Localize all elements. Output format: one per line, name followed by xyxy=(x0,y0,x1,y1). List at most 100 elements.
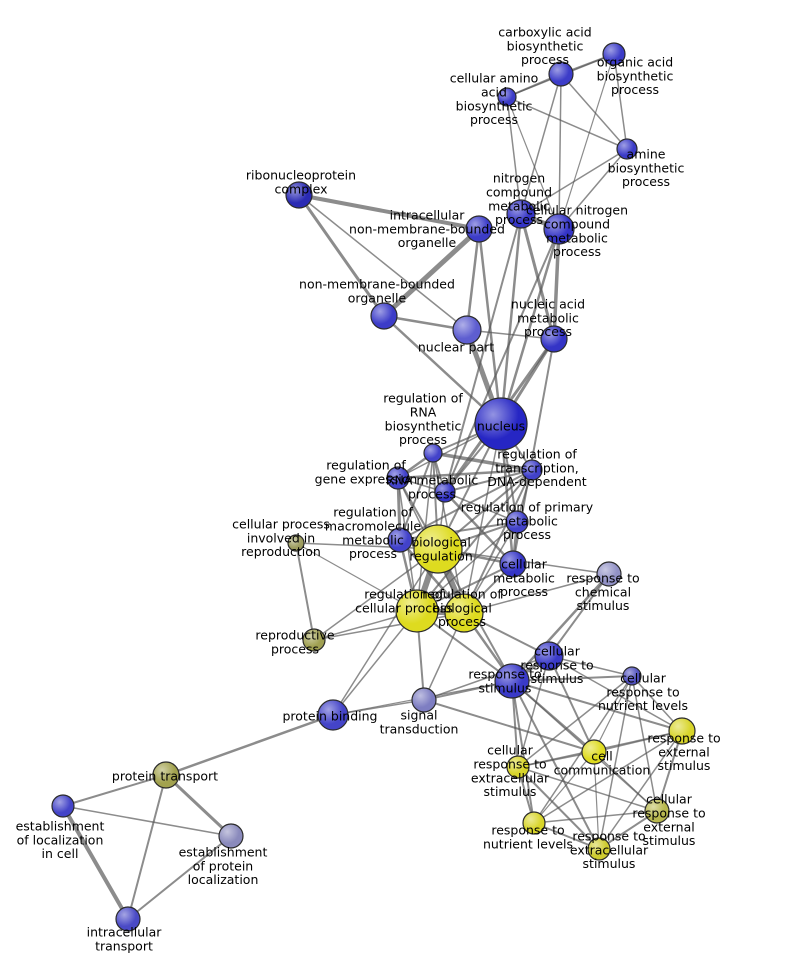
node-nucpart[interactable]: nuclear part xyxy=(452,315,482,345)
node-estloc[interactable]: establishment of localization in cell xyxy=(51,794,75,818)
node-protbind[interactable]: protein binding xyxy=(317,699,349,731)
node-cellnitro[interactable]: cellular nitrogen compound metabolic pro… xyxy=(543,213,575,245)
node-respstim[interactable]: response to stimulus xyxy=(494,663,530,699)
edge-carb-cellnitro xyxy=(558,73,562,230)
edge-ribo-nucpart xyxy=(298,194,468,331)
edge-nitro-nucleus xyxy=(499,212,523,426)
edge-carb-nitro xyxy=(520,73,562,215)
node-regprim[interactable]: regulation of primary metabolic process xyxy=(505,510,529,534)
edge-cellcomm-respextra xyxy=(593,751,600,850)
edge-respstim-respext xyxy=(511,680,683,732)
node-respextra[interactable]: response to extracellular stimulus xyxy=(587,837,611,861)
edge-cellrespstim-cellcomm xyxy=(548,655,595,753)
edge-amino-nitro xyxy=(506,96,522,215)
edge-respstim-cellrespnut xyxy=(511,675,633,682)
nodes-layer: carboxylic acid biosynthetic process orga… xyxy=(51,42,696,932)
edge-amino-cellnitro xyxy=(506,96,560,230)
edge-regtrans-rnamet xyxy=(444,469,533,493)
node-regtrans[interactable]: regulation of transcription, DNA-depende… xyxy=(521,459,543,481)
edge-ribo-nonmem xyxy=(297,193,386,318)
node-orga[interactable]: organic acid biosynthetic process xyxy=(602,42,626,66)
edge-protbind-regcell xyxy=(332,610,418,716)
node-respext[interactable]: response to external stimulus xyxy=(668,717,696,745)
node-respnut[interactable]: response to nutrient levels xyxy=(522,811,546,835)
edge-cellcomm-cellrespextra xyxy=(517,751,595,768)
edge-cellnitro-nucleus xyxy=(499,227,561,426)
node-nitro[interactable]: nitrogen compound metabolic process xyxy=(506,199,536,229)
edge-respstim-respnut xyxy=(511,680,535,824)
node-amino[interactable]: cellular amino acid biosynthetic process xyxy=(497,87,517,107)
edge-sigtrans-cellcomm xyxy=(423,699,595,753)
node-regrna[interactable]: regulation of RNA biosynthetic process xyxy=(423,443,443,463)
edge-cellrespnut-cellrespextra xyxy=(517,675,633,768)
node-carb[interactable]: carboxylic acid biosynthetic process xyxy=(548,61,574,87)
node-rnamet[interactable]: RNA metabolic process xyxy=(434,481,456,503)
node-cellrespextra[interactable]: cellular response to extracellular stimu… xyxy=(506,755,530,779)
node-cellrespexternal[interactable]: cellular response to external stimulus xyxy=(644,798,670,824)
edge-respchem-cellrespstim xyxy=(548,573,610,657)
node-ribo[interactable]: ribonucleoprotein complex xyxy=(285,181,313,209)
edge-cellrespnut-cellcomm xyxy=(593,675,633,753)
edge-prottrans-estprot xyxy=(164,773,233,838)
edge-protbind-bioreg xyxy=(332,548,439,716)
node-estprot[interactable]: establishment of protein localization xyxy=(218,823,244,849)
edge-nitro-rnamet xyxy=(444,213,522,493)
node-intratrans[interactable]: intracellular transport xyxy=(115,906,141,932)
edge-rnamet-regprim xyxy=(444,491,518,523)
edge-regtrans-reggene xyxy=(396,468,534,480)
edge-intraorg-nucleus xyxy=(477,227,503,426)
edge-estprot-intratrans xyxy=(127,835,232,920)
edge-regtrans-regbio xyxy=(463,469,533,614)
edge-amino-amine xyxy=(506,96,628,150)
node-reggene[interactable]: regulation of gene expression xyxy=(386,466,410,490)
node-nucacid[interactable]: nucleic acid metabolic process xyxy=(540,325,568,353)
edge-prottrans-intratrans xyxy=(127,774,167,920)
node-cellmet[interactable]: cellular metabolic process xyxy=(499,550,527,578)
edge-cellcomm-respnut xyxy=(533,751,595,824)
edge-estloc-estprot xyxy=(62,805,232,837)
node-prottrans[interactable]: protein transport xyxy=(152,761,180,789)
node-regcell[interactable]: regulation of cellular process xyxy=(395,589,439,633)
node-sigtrans[interactable]: signal transduction xyxy=(411,687,437,713)
node-cellcomm[interactable]: cell communication xyxy=(581,739,607,765)
edge-cellnitro-nucacid xyxy=(552,227,561,341)
edge-respnut-cellrespexternal xyxy=(533,810,658,824)
node-reprocell[interactable]: cellular process involved in reproductio… xyxy=(287,534,305,552)
edge-regtrans-regcell xyxy=(416,469,533,612)
node-cellrespnut[interactable]: cellular response to nutrient levels xyxy=(622,666,642,686)
node-cellrespstim[interactable]: cellular response to stimulus xyxy=(534,641,564,671)
edge-amine-nitro xyxy=(520,148,628,215)
edge-nucleus-regbio xyxy=(463,423,502,614)
node-regbio[interactable]: regulation of biological process xyxy=(444,593,484,633)
edge-orga-cellnitro xyxy=(558,53,615,230)
edge-respnut-respextra xyxy=(533,822,600,850)
edge-reprocell-reproc xyxy=(295,542,315,641)
node-regmacro[interactable]: regulation of macromolecule metabolic pr… xyxy=(387,527,413,553)
edge-intraorg-nucpart xyxy=(465,227,481,332)
edge-cellrespstim-respext xyxy=(548,655,683,732)
edge-regrna-regtrans xyxy=(431,451,534,472)
edge-regbio-respchem xyxy=(463,573,610,614)
edge-respext-respextra xyxy=(598,730,683,850)
node-intraorg[interactable]: intracellular non-membrane-bounded organ… xyxy=(465,215,493,243)
node-nucleus[interactable]: nucleus xyxy=(474,397,528,451)
edge-respstim-respextra xyxy=(511,680,600,850)
edge-cellcomm-cellrespexternal xyxy=(593,751,658,812)
edge-intraorg-nonmem xyxy=(381,226,482,319)
node-nonmem[interactable]: non-membrane-bounded organelle xyxy=(370,302,398,330)
node-amine[interactable]: amine biosynthetic process xyxy=(616,138,638,160)
node-reproc[interactable]: reproductive process xyxy=(302,628,326,652)
edge-bioreg-reproc xyxy=(313,548,439,641)
node-respchem[interactable]: response to chemical stimulus xyxy=(596,561,622,587)
node-bioreg[interactable]: biological regulation xyxy=(413,524,463,574)
edge-respext-cellrespexternal xyxy=(656,730,683,812)
